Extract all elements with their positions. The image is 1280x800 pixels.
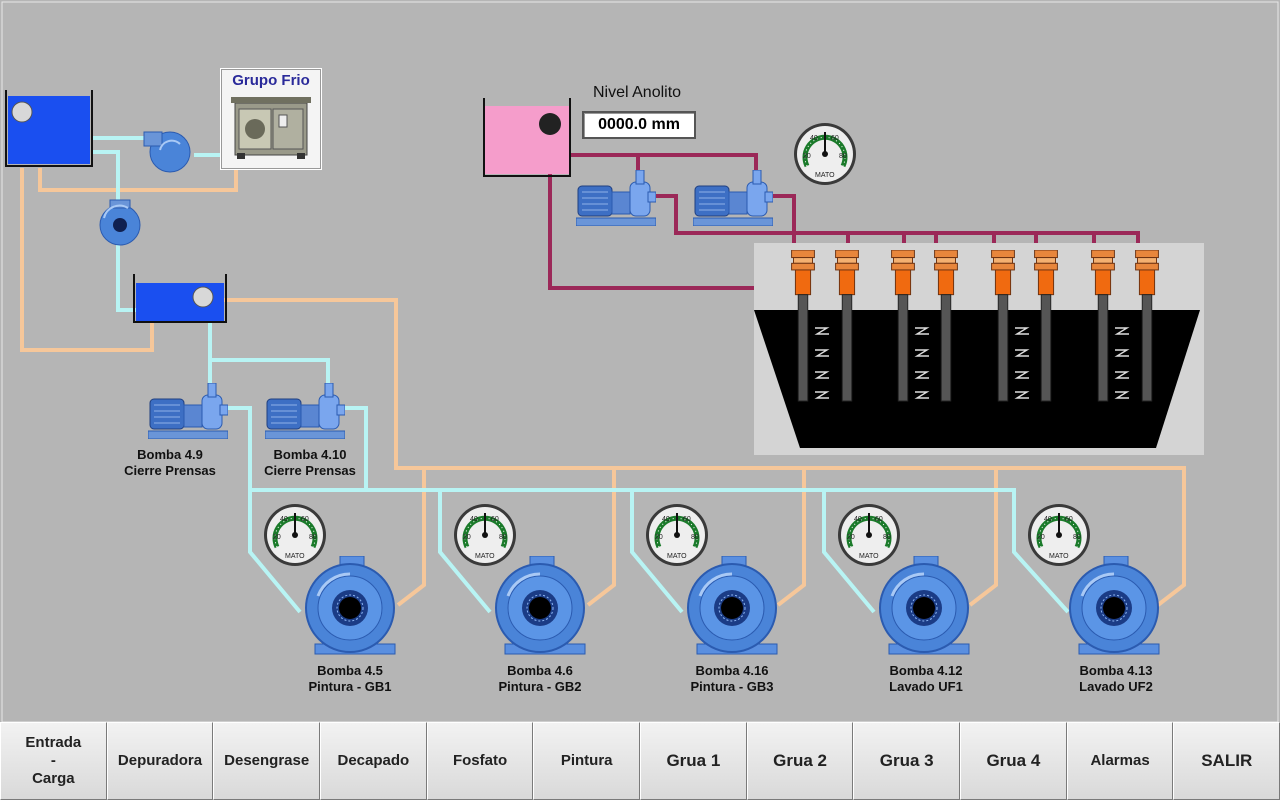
uf2-pressure-gauge xyxy=(1028,504,1090,566)
gb3-pressure-gauge xyxy=(646,504,708,566)
anolyte-pressure-gauge xyxy=(794,123,856,185)
nav-entrada-carga-button[interactable]: Entrada - Carga xyxy=(0,722,107,800)
chiller-pump[interactable] xyxy=(143,131,191,173)
nav-salir-button[interactable]: SALIR xyxy=(1173,722,1280,800)
nav-desengrase-button[interactable]: Desengrase xyxy=(213,722,321,800)
paint-tank xyxy=(754,243,1204,455)
uf1-pressure-gauge xyxy=(838,504,900,566)
anolyte-pump-1[interactable] xyxy=(576,170,656,226)
bomba-4-6-pump[interactable] xyxy=(494,556,587,656)
nav-grua-3-button[interactable]: Grua 3 xyxy=(853,722,961,800)
navigation-bar: Entrada - Carga Depuradora Desengrase De… xyxy=(0,722,1280,800)
bomba-4-10-pump[interactable] xyxy=(265,383,345,439)
nivel-anolito-value: 0000.0 mm xyxy=(582,111,696,139)
anolyte-pump-2[interactable] xyxy=(693,170,773,226)
transfer-pump[interactable] xyxy=(99,199,141,246)
nav-grua-4-button[interactable]: Grua 4 xyxy=(960,722,1067,800)
grupo-frio-panel[interactable]: Grupo Frio xyxy=(220,68,322,170)
anolyte-tank xyxy=(483,98,571,177)
nav-fosfato-button[interactable]: Fosfato xyxy=(426,722,534,800)
bomba-4-16-pump[interactable] xyxy=(686,556,779,656)
nivel-anolito-label: Nivel Anolito xyxy=(593,84,682,101)
gb1-pressure-gauge xyxy=(264,504,326,566)
nav-pintura-button[interactable]: Pintura xyxy=(533,722,641,800)
nav-grua-2-button[interactable]: Grua 2 xyxy=(746,722,854,800)
process-diagram: 20 40 60 80 MATO xyxy=(1,1,1279,722)
gb2-pressure-gauge xyxy=(454,504,516,566)
bomba-4-13-pump[interactable] xyxy=(1068,556,1161,656)
nav-alarmas-button[interactable]: Alarmas xyxy=(1066,722,1174,800)
intermediate-tank xyxy=(133,274,227,323)
cold-line xyxy=(92,136,1070,614)
anode-cells xyxy=(791,250,1159,402)
bomba-4-9-pump[interactable] xyxy=(148,383,228,439)
chiller-unit-icon xyxy=(231,97,311,159)
bomba-4-5-pump[interactable] xyxy=(304,556,397,656)
hot-line xyxy=(20,168,1186,607)
nav-depuradora-button[interactable]: Depuradora xyxy=(106,722,214,800)
bomba-4-12-pump[interactable] xyxy=(878,556,971,656)
nav-grua-1-button[interactable]: Grua 1 xyxy=(640,722,747,800)
nav-decapado-button[interactable]: Decapado xyxy=(320,722,427,800)
grupo-frio-title: Grupo Frio xyxy=(232,72,310,89)
cooling-tank xyxy=(5,90,93,167)
